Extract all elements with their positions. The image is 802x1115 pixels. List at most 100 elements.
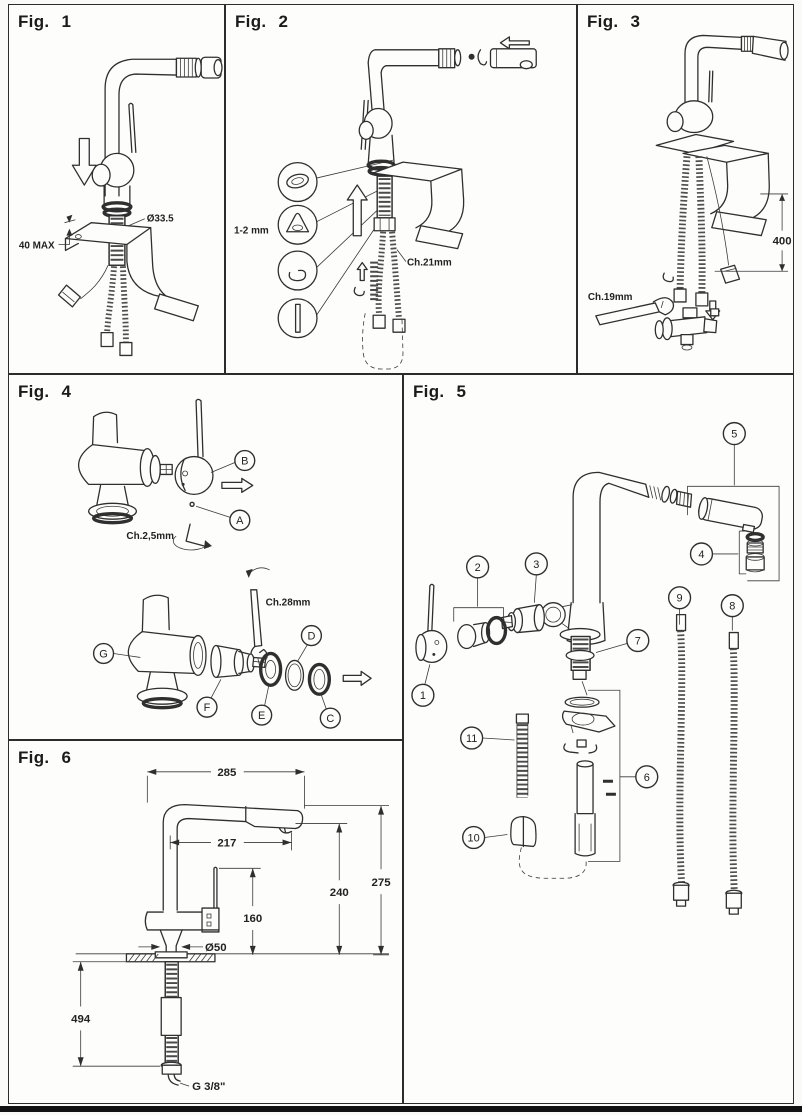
fig4-hexkey-label: Ch.2,5mm [126,531,174,542]
fig6-dim-217: 217 [169,832,292,851]
fig1-faucet [64,56,223,322]
fig5-spout [572,471,693,604]
panel-fig5: Fig. 5 [403,374,794,1104]
svg-text:G: G [99,648,108,660]
svg-text:11: 11 [466,733,477,745]
fig1-max-thickness-callout: 40 MAX [19,214,76,251]
fig6-dim-494: 494 [71,961,161,1067]
fig4-wrench-label: Ch.28mm [266,598,311,609]
fig1-hoses [57,265,133,357]
fig2-hoses [353,231,406,370]
fig2-faucet [358,48,465,250]
callout-9: 9 [667,586,692,625]
svg-text:240: 240 [330,887,349,899]
fig1-max-label: 40 MAX [19,240,55,251]
svg-text:5: 5 [731,429,737,441]
svg-text:6: 6 [644,772,650,784]
callout-11: 11 [460,726,515,750]
fig3-valve-assembly [654,300,721,351]
svg-text:D: D [307,631,315,643]
svg-text:275: 275 [371,877,391,889]
svg-text:217: 217 [217,837,236,849]
callout-F: F [196,679,222,718]
callout-C: C [319,695,341,729]
callout-1: 1 [411,664,435,707]
fig3-dim-400: 400 [714,193,792,272]
svg-text:160: 160 [243,913,262,925]
fig2-drawing: 1-2 mm [234,36,537,370]
svg-text:285: 285 [217,767,237,779]
fig5-aerator-parts [738,530,765,575]
panel-fig2: Fig. 2 1-2 mm [225,4,577,374]
fig3-length-label: 400 [773,235,792,247]
svg-text:9: 9 [677,593,683,605]
fig6-drawing: 285 217 275 240 [71,767,391,1093]
fig4-rings [259,651,372,696]
svg-text:7: 7 [635,635,641,647]
callout-8: 8 [720,594,744,631]
svg-text:F: F [204,702,211,714]
fig5-part10-weight [510,815,537,848]
callout-3: 3 [524,552,548,603]
fig4-handle [174,398,214,495]
fig6-dim-240: 240 [295,823,349,955]
fig5-part1-lever [415,583,448,664]
fig3-wrench-label: Ch.19mm [588,292,633,303]
fig5-hose-8 [725,631,743,915]
fig6-dim-285: 285 [146,767,305,809]
fig2-wrench-label: Ch.21mm [407,258,452,269]
fig3-title: Fig. 3 [587,12,641,31]
fig5-title: Fig. 5 [413,382,467,401]
fig1-diameter-callout: Ø33.5 [128,214,174,227]
fig2-gap-label: 1-2 mm [234,226,269,237]
fig6-dim-160: 160 [218,867,262,955]
fig2-wrench-callout: Ch.21mm [396,249,452,269]
svg-text:G 3/8": G 3/8" [192,1081,225,1093]
svg-text:E: E [258,710,265,722]
fig1-drawing: Ø33.5 40 MAX [19,56,223,357]
callout-7: 7 [595,628,650,653]
fig1-diameter-label: Ø33.5 [147,214,174,225]
svg-text:B: B [241,456,248,468]
fig5-part2-rings [453,607,508,650]
svg-text:C: C [326,713,334,725]
down-arrow-icon [71,137,97,186]
fig6-dim-diameter: Ø50 [138,942,227,954]
callout-6: 6 [619,765,659,789]
svg-text:Ø50: Ø50 [205,942,227,954]
callout-E: E [251,686,273,726]
fig5-sprayhead [687,485,780,582]
fig4-title: Fig. 4 [18,382,72,401]
fig2-part-circles [277,159,394,339]
left-arrow-icon [499,36,530,50]
svg-text:494: 494 [71,1013,91,1025]
fig5-part11-spring [515,713,530,798]
up-arrow-icon [346,184,368,237]
fig4-drawing: B A Ch.2,5mm Ch.28mm [78,398,372,729]
callout-5: 5 [722,421,746,486]
fig5-body [540,602,606,646]
fig6-underdeck [160,961,182,1086]
panel-fig1: Fig. 1 [8,4,225,374]
fig4-hex-key: Ch.2,5mm [126,523,212,551]
fig6-faucet-outline [144,804,304,959]
fig6-title: Fig. 6 [18,748,72,767]
svg-text:10: 10 [468,832,480,844]
fig4-body-bottom [127,594,207,710]
callout-A: A [189,501,251,531]
callout-10: 10 [462,825,508,850]
panel-fig4: Fig. 4 [8,374,403,740]
fig3-hoses [662,156,741,307]
fig1-title: Fig. 1 [18,12,72,31]
fig6-thread-callout: G 3/8" [180,1081,225,1093]
svg-text:3: 3 [533,559,539,571]
fig2-title: Fig. 2 [235,12,289,31]
scan-artifact-bar [0,1106,802,1112]
fig5-part6-group [518,689,621,879]
fig4-body-top [78,411,173,525]
callout-4: 4 [689,542,739,566]
panel-fig6: Fig. 6 [8,740,403,1104]
right-arrow-icon [342,670,372,686]
callout-D: D [297,624,323,662]
